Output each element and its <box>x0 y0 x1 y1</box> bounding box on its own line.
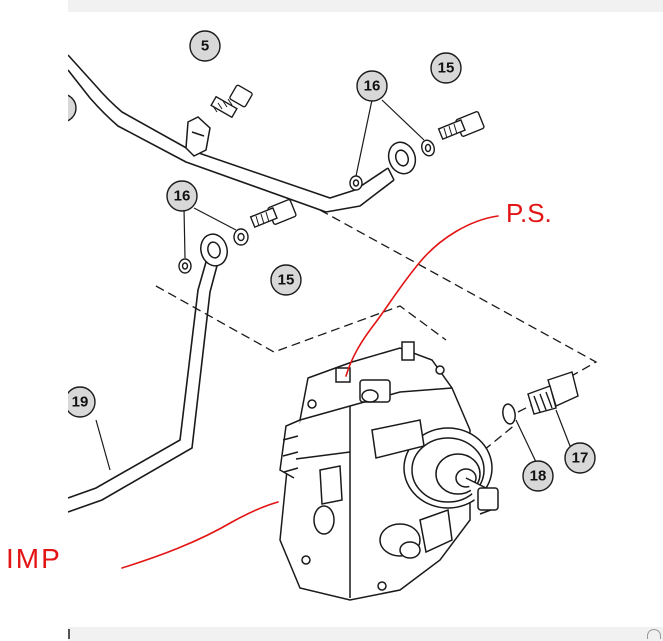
callout-15-mid: 15 <box>270 264 302 296</box>
upper-fuel-pipe <box>67 54 395 213</box>
red-annotations <box>121 215 499 569</box>
svg-text:15: 15 <box>438 60 455 77</box>
ps-label: P.S. <box>506 198 552 228</box>
upper-banjo-fitting <box>387 141 417 181</box>
imp-label: IMP <box>6 543 62 574</box>
lower-banjo-fitting <box>200 233 228 267</box>
ps-pointer-line <box>345 215 499 377</box>
bolt-5 <box>210 84 253 119</box>
bottom-toolbar-strip <box>68 627 663 641</box>
svg-text:5: 5 <box>201 38 209 55</box>
callout-5: 5 <box>189 30 221 62</box>
callout-19: 19 <box>64 386 96 418</box>
upper-washers <box>349 139 435 191</box>
svg-text:19: 19 <box>72 394 89 411</box>
left-margin <box>0 12 68 627</box>
lower-feed-pipe <box>67 261 219 513</box>
callout-15-top: 15 <box>430 52 462 84</box>
callout-16-left: 16 <box>166 180 198 212</box>
bolt-15-mid <box>249 199 297 229</box>
top-toolbar-strip <box>68 0 663 12</box>
corner-icon <box>647 629 661 639</box>
svg-text:18: 18 <box>530 468 547 485</box>
lower-washers <box>178 228 249 274</box>
callout-17: 17 <box>564 442 596 474</box>
bolt-15-top <box>437 111 485 141</box>
text-cursor <box>68 629 70 639</box>
svg-text:17: 17 <box>572 450 589 467</box>
callout-leaders <box>95 99 571 471</box>
svg-text:16: 16 <box>174 188 191 205</box>
svg-text:15: 15 <box>278 272 295 289</box>
injection-pump <box>279 341 499 601</box>
imp-pointer-line <box>121 501 279 569</box>
callout-16-top: 16 <box>356 70 388 102</box>
callout-18: 18 <box>522 460 554 492</box>
o-ring-18 <box>502 403 516 425</box>
pipe-clamp-bracket <box>185 116 211 157</box>
svg-text:16: 16 <box>364 78 381 95</box>
fitting-17 <box>527 371 579 415</box>
